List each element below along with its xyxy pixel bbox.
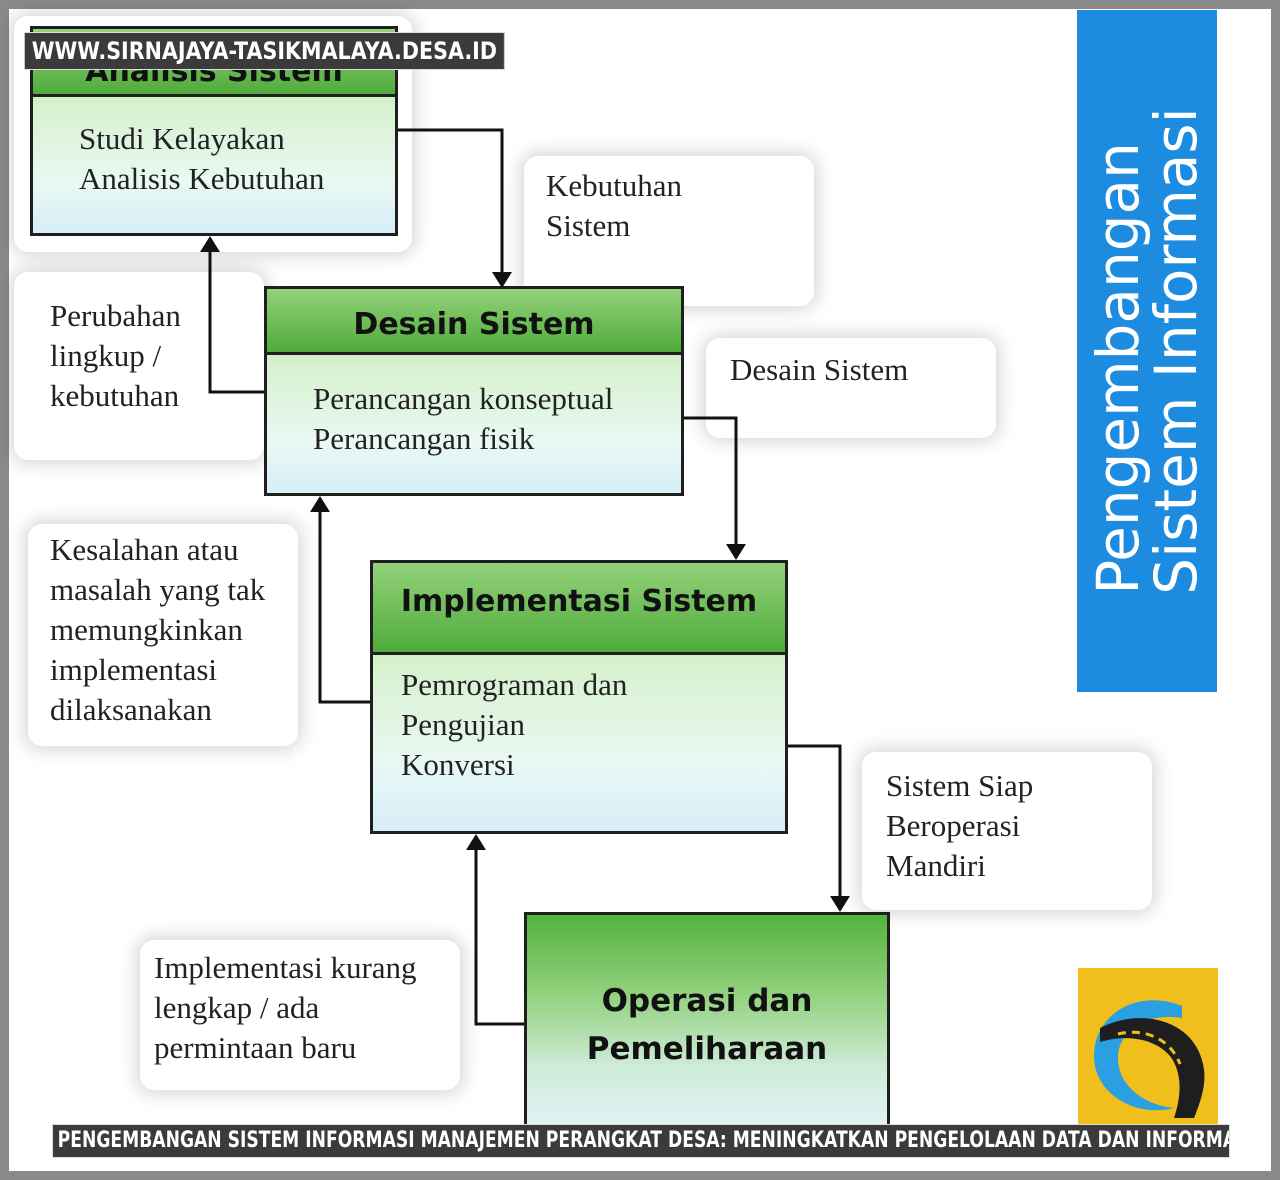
stage-desain-sistem: Desain Sistem Perancangan konseptual Per… [264,286,684,496]
stage-desain-item: Perancangan konseptual [313,381,614,416]
output-kebutuhan-sistem: Kebutuhan Sistem [546,168,683,243]
output-sistem-siap: Sistem Siap Beroperasi Mandiri [886,768,1034,883]
stage-desain-items: Perancangan konseptual Perancangan fisik [313,379,613,459]
logo [1078,968,1218,1128]
stage-implementasi-items: Pemrograman dan Pengujian Konversi [401,665,627,785]
feedback-kesalahan-masalah: Kesalahan atau masalah yang tak memungki… [50,532,266,727]
output-card-desain [706,338,996,438]
feedback-implementasi-kurang: Implementasi kurang lengkap / ada permin… [154,950,417,1065]
stage-operasi-title: Operasi dan Pemeliharaan [586,983,828,1067]
logo-swoosh-icon [1094,1000,1205,1118]
caption-text: PENGEMBANGAN SISTEM INFORMASI MANAJEMEN … [57,1128,1230,1153]
stage-implementasi-sistem: Implementasi Sistem Pemrograman dan Peng… [370,560,788,834]
output-card-kebutuhan [524,156,814,306]
feedback-card-kesalahan [28,524,298,746]
stage-analisis-items: Studi Kelayakan Analisis Kebutuhan [79,119,324,199]
stage-implementasi-item: Konversi [401,747,515,782]
stage-desain-title: Desain Sistem [267,289,681,355]
stage-implementasi-title: Implementasi Sistem [373,563,785,655]
stage-analisis-item: Analisis Kebutuhan [79,161,325,196]
output-card-siap [862,752,1152,910]
stage-desain-item: Perancangan fisik [313,421,535,456]
caption-bar: PENGEMBANGAN SISTEM INFORMASI MANAJEMEN … [52,1124,1230,1158]
side-banner: Pengembangan Sistem Informasi [1077,10,1217,692]
side-banner-line2: Sistem Informasi [1142,107,1210,595]
side-banner-line1: Pengembangan [1084,142,1152,595]
stage-operasi-pemeliharaan: Operasi dan Pemeliharaan [524,912,890,1134]
site-watermark-label: WWW.SIRNAJAYA-TASIKMALAYA.DESA.ID [24,32,505,70]
feedback-card-kurang [140,940,460,1090]
stage-implementasi-item: Pemrograman dan [401,667,628,702]
stage-analisis-item: Studi Kelayakan [79,121,285,156]
side-banner-title: Pengembangan Sistem Informasi [1084,107,1210,595]
output-desain-sistem: Desain Sistem [730,352,909,387]
feedback-perubahan-lingkup: Perubahan lingkup / kebutuhan [50,298,181,413]
stage-implementasi-item: Pengujian [401,707,525,742]
